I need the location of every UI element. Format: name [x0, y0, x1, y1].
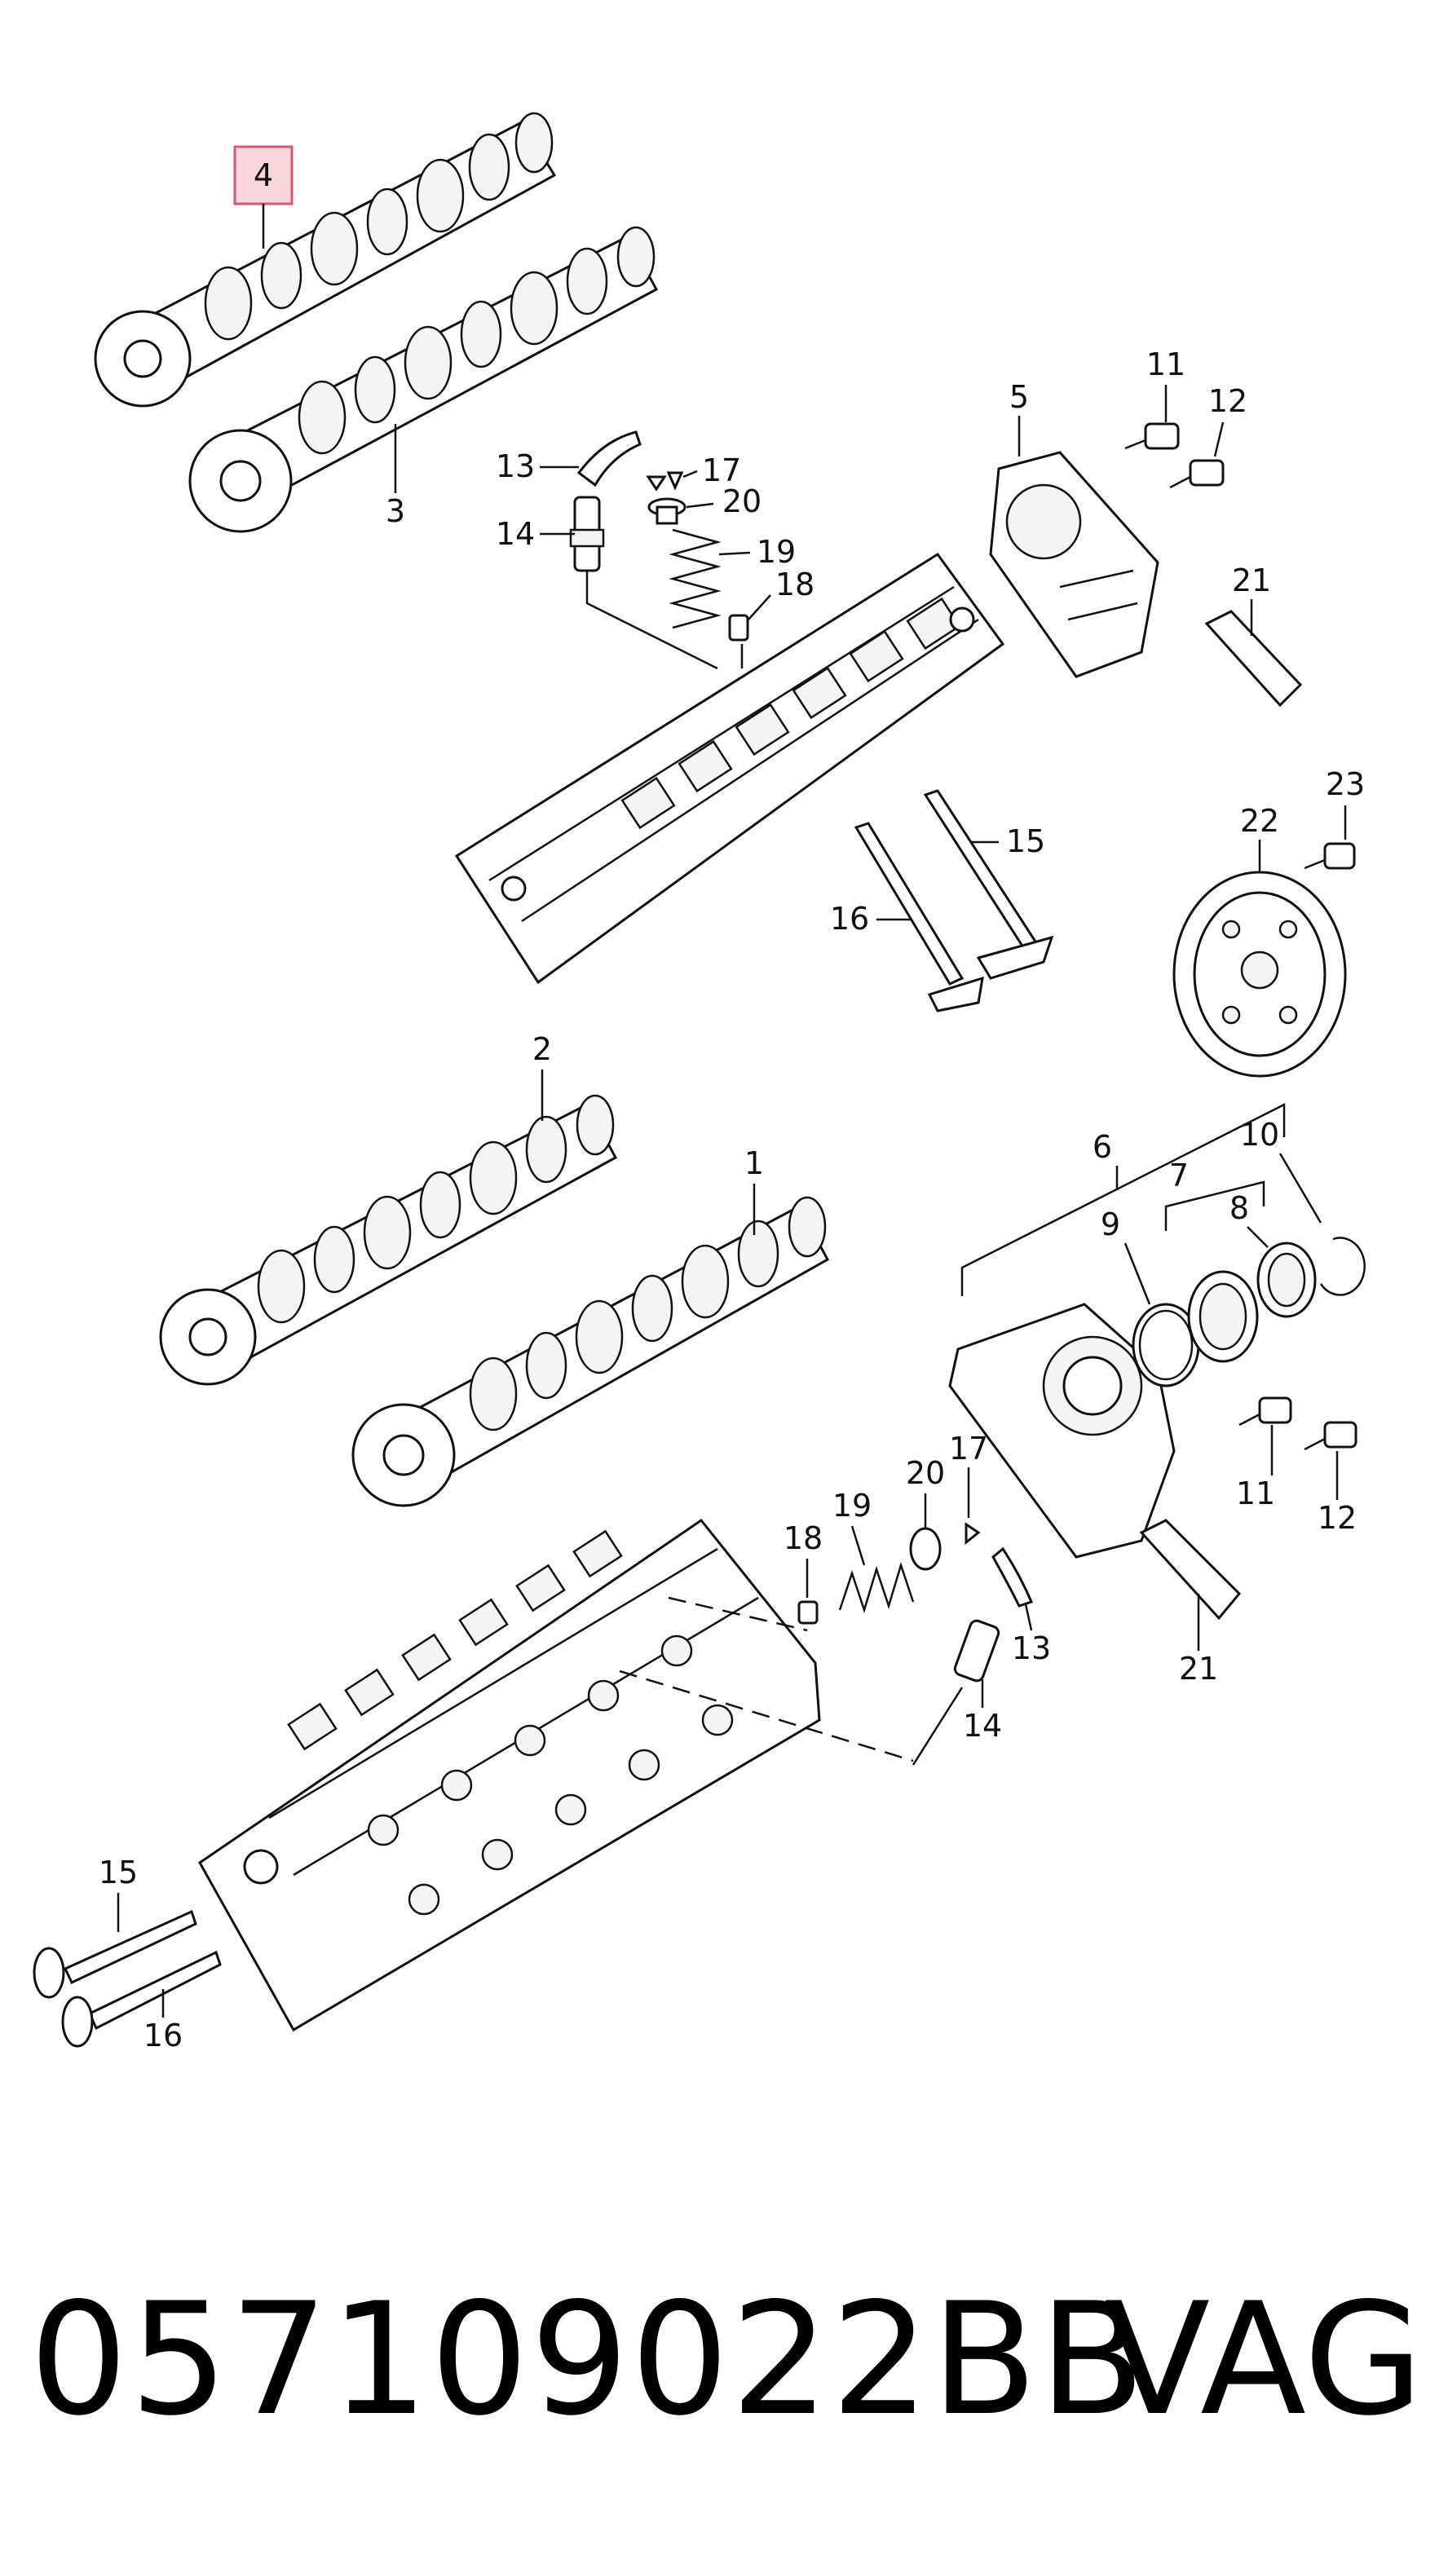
callout-13-bottom[interactable]: 13: [1012, 1630, 1051, 1666]
seal-7[interactable]: [1187, 1270, 1259, 1363]
exhaust-valve-15-bottom[interactable]: [33, 1909, 197, 1999]
callout-7[interactable]: 7: [1169, 1158, 1189, 1193]
exploded-parts-diagram: 4 3 13 14: [33, 112, 1366, 2053]
callout-23[interactable]: 23: [1326, 766, 1365, 802]
cylinder-head-bottom[interactable]: [198, 1518, 821, 2032]
callout-15-bottom[interactable]: 15: [99, 1855, 138, 1890]
callout-8[interactable]: 8: [1229, 1190, 1249, 1226]
callout-21-bottom[interactable]: 21: [1179, 1651, 1218, 1687]
camshaft-1[interactable]: [351, 1196, 830, 1507]
seal-8[interactable]: [1256, 1242, 1317, 1318]
spring-retainer-20-top[interactable]: [647, 497, 686, 525]
callout-11-bottom[interactable]: 11: [1236, 1475, 1275, 1511]
spring-retainer-20-bottom[interactable]: [909, 1527, 942, 1571]
rocker-arm-13-bottom[interactable]: [991, 1546, 1034, 1608]
callout-17-top[interactable]: 17: [702, 452, 741, 488]
valve-spring-19-top[interactable]: [669, 528, 722, 629]
circlip-10[interactable]: [1319, 1237, 1366, 1296]
callout-20-top[interactable]: 20: [722, 483, 762, 519]
camshaft-4[interactable]: [94, 112, 557, 408]
intake-valve-16-top[interactable]: [854, 822, 984, 1012]
footer: 057109022BB VAG: [0, 2266, 1448, 2478]
callout-2[interactable]: 2: [532, 1031, 552, 1067]
part-number: 057109022BB: [29, 2269, 1147, 2450]
callout-17-bottom[interactable]: 17: [949, 1431, 988, 1467]
callout-6[interactable]: 6: [1093, 1129, 1112, 1165]
bolt-12-bottom[interactable]: [1304, 1421, 1358, 1451]
callout-13-top[interactable]: 13: [496, 448, 535, 484]
camshaft-sprocket-22[interactable]: [1172, 871, 1347, 1078]
callout-18-top[interactable]: 18: [775, 567, 814, 602]
hydraulic-lifter-14-bottom[interactable]: [953, 1619, 1000, 1683]
callout-11-top[interactable]: 11: [1146, 346, 1185, 382]
timing-cover-6[interactable]: [948, 1303, 1176, 1559]
callout-5[interactable]: 5: [1009, 379, 1029, 415]
bolt-11-bottom[interactable]: [1238, 1396, 1292, 1427]
callout-18-bottom[interactable]: 18: [784, 1520, 823, 1556]
intake-valve-16-bottom[interactable]: [61, 1950, 222, 2048]
valve-keepers-17-bottom[interactable]: [965, 1522, 981, 1546]
callout-19-bottom[interactable]: 19: [832, 1488, 872, 1524]
valve-keepers-17-top[interactable]: [646, 471, 684, 492]
callout-22[interactable]: 22: [1240, 803, 1279, 839]
callout-9[interactable]: 9: [1101, 1206, 1120, 1242]
cylinder-head-top[interactable]: [454, 552, 1005, 985]
callout-16-bottom[interactable]: 16: [143, 2018, 183, 2053]
callout-16-top[interactable]: 16: [830, 901, 869, 937]
callout-19-top[interactable]: 19: [757, 534, 796, 570]
rocker-arm-13-top[interactable]: [576, 430, 642, 487]
bolt-12-top[interactable]: [1169, 459, 1225, 489]
callout-12-top[interactable]: 12: [1208, 383, 1247, 419]
highlight-box: [233, 145, 294, 205]
camshaft-2[interactable]: [159, 1094, 618, 1386]
callout-14-top[interactable]: 14: [496, 516, 535, 552]
callout-1[interactable]: 1: [744, 1145, 764, 1181]
bolt-23[interactable]: [1304, 842, 1356, 870]
hydraulic-lifter-14-top[interactable]: [569, 496, 605, 572]
callout-15-top[interactable]: 15: [1006, 823, 1045, 859]
camshaft-3[interactable]: [188, 226, 659, 533]
valve-spring-19-bottom[interactable]: [838, 1561, 915, 1614]
valve-stem-seal-18-bottom[interactable]: [797, 1600, 819, 1625]
timing-cover-5[interactable]: [989, 451, 1159, 678]
callout-10[interactable]: 10: [1240, 1117, 1279, 1153]
callout-12-bottom[interactable]: 12: [1318, 1500, 1357, 1536]
callout-14-bottom[interactable]: 14: [963, 1708, 1002, 1744]
sealant-tube-21-top[interactable]: [1204, 610, 1303, 708]
callout-21-top[interactable]: 21: [1232, 562, 1271, 598]
brand-name: VAG: [1104, 2269, 1424, 2450]
bolt-11-top[interactable]: [1124, 422, 1180, 450]
sealant-tube-21-bottom[interactable]: [1139, 1519, 1242, 1621]
valve-stem-seal-18-top[interactable]: [728, 614, 749, 642]
exhaust-valve-15-top[interactable]: [923, 789, 1054, 980]
callout-3[interactable]: 3: [386, 493, 405, 529]
callout-20-bottom[interactable]: 20: [906, 1455, 945, 1491]
callout-4[interactable]: 4: [254, 157, 273, 193]
